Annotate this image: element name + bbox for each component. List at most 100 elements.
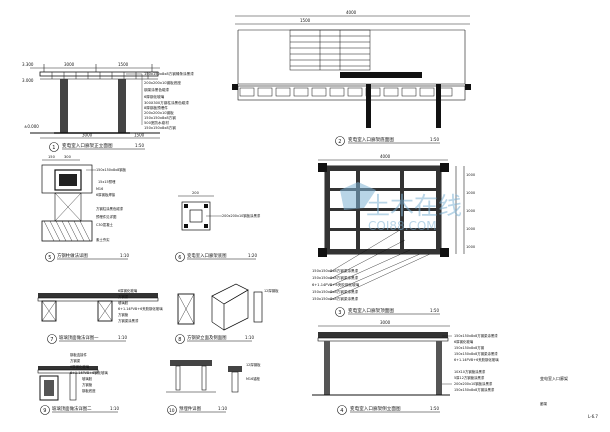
- deck1-note-1: 6厚钢化玻璃: [118, 288, 138, 293]
- beam-title: 变电室入口廊架底图: [187, 252, 227, 259]
- embed-title: 预埋件详图: [179, 405, 202, 412]
- top-title: 变电室入口廊架顶面图: [348, 307, 394, 314]
- deck1-note-5: 方钢管: [118, 312, 129, 317]
- side-number: 4: [340, 408, 343, 414]
- deck2-note-7: 钢板底座: [82, 388, 96, 393]
- deck2-note-6: 方钢管: [82, 382, 93, 387]
- bottom-scale: 1:50: [430, 137, 439, 142]
- col-note-7: C30混凝土: [96, 222, 113, 227]
- elev-note-8: 150x150x8x8方钢: [144, 115, 176, 120]
- col-note-1: 150x150x8x8钢板: [96, 167, 127, 172]
- bottom-number: 2: [338, 139, 341, 145]
- deck2-note-1: 钢板连接件: [70, 352, 88, 357]
- deck1-note-4: 6+1.14PVB+6夹胶钢化玻璃: [118, 306, 163, 311]
- side-note-4: 150x150x8x8方钢梁涂黑漆: [454, 351, 498, 356]
- title-block: 变电室入口廊架 廊架 L-6.7: [540, 375, 598, 419]
- deck-detail-2-view: 钢板连接件 方钢梁 6厚钢化玻璃 6+1.14PVB+6钢化玻璃 玻璃胶 方钢管…: [37, 352, 119, 415]
- side-note-9: 150x150x8x8方钢涂黑漆: [454, 387, 495, 392]
- side-dim-1: 3000: [380, 320, 391, 325]
- side-scale: 1:50: [430, 406, 439, 411]
- elev-number: 1: [52, 145, 55, 151]
- embed-detail-view: 12厚钢板 M16锚栓 10 预埋件详图 1:10: [166, 360, 261, 415]
- top-number: 3: [338, 310, 341, 316]
- watermark-text-en: COI88.COM: [368, 219, 437, 233]
- col-dim-1: 150: [48, 155, 56, 159]
- deck2-note-4: 6+1.14PVB+6钢化玻璃: [70, 370, 108, 375]
- deck2-note-3: 6厚钢化玻璃: [70, 364, 90, 369]
- elev-note-5: 300X300方钢柱涂黑色磁漆: [144, 100, 189, 105]
- top-note-2: 150x150x8x8方钢梁涂黑漆: [312, 275, 359, 280]
- elev-note-7: 200x200x10钢板: [144, 110, 174, 115]
- side-note-5: 6+1.14PVB+6夹胶钢化玻璃: [454, 357, 499, 362]
- top-plan-view: 4000 1000 1000 1000 1000 1000: [312, 154, 476, 317]
- joint-note-1: 12厚钢板: [264, 288, 279, 293]
- deck1-note-2: 方钢梁: [118, 294, 129, 299]
- side-note-8: 200x200x10钢板涂黑漆: [454, 381, 493, 386]
- col-scale: 1:10: [120, 253, 129, 258]
- col-note-3: M16: [96, 187, 103, 191]
- beam-dim-1: 200: [192, 191, 200, 195]
- embed-scale: 1:10: [218, 406, 227, 411]
- elev-level-1: 3.300: [22, 62, 34, 67]
- deck2-note-5: 玻璃胶: [82, 376, 93, 381]
- deck1-note-3: 玻璃胶: [118, 300, 129, 305]
- project-name: 变电室入口廊架: [540, 375, 568, 381]
- deck2-title: 玻璃顶面做法详图二: [52, 405, 92, 412]
- elev-note-10: 150x150x8x8方钢: [144, 125, 176, 130]
- col-dim-2: 300: [64, 155, 72, 159]
- elev-title: 变电室入口廊架正立面图: [62, 142, 113, 149]
- top-note-3: 6+1.14PVB+6夹胶钢化玻璃: [312, 282, 360, 287]
- joint-scale: 1:10: [245, 335, 254, 340]
- side-note-3: 150x150x8x8方钢: [454, 345, 485, 350]
- watermark-logo-icon: [340, 182, 376, 210]
- bottom-title: 变电室入口廊架底面图: [348, 136, 394, 143]
- joint-title: 方钢梁立面及侧面图: [187, 334, 227, 341]
- elev-note-6: 8厚钢板预埋件: [144, 105, 168, 110]
- elev-level-3: ±0.000: [24, 124, 39, 129]
- deck2-note-2: 方钢梁: [70, 358, 81, 363]
- beam-number: 6: [178, 255, 181, 261]
- deck1-scale: 1:10: [118, 335, 127, 340]
- deck1-title: 玻璃顶面做法详图一: [59, 334, 99, 341]
- side-title: 变电室入口廊架侧立面图: [350, 405, 401, 412]
- top-dim-right-2: 1000: [466, 191, 476, 195]
- deck2-number: 9: [43, 408, 46, 414]
- beam-note-1: 200x200x10钢板涂黑漆: [222, 213, 261, 218]
- col-note-5: 方钢柱涂黑色磁漆: [96, 206, 124, 211]
- watermark-text-cn: 土木在线: [366, 192, 462, 220]
- top-dim-right-4: 1000: [466, 227, 476, 231]
- bottom-dim-2: 1500: [300, 18, 311, 23]
- column-detail-view: 150 300 150x150x8x8钢板 15x15预埋 M16 6厚钢板焊接…: [41, 155, 129, 262]
- col-title: 方钢柱做法详图: [57, 252, 88, 259]
- elev-dim-bottom-1: 3000: [82, 133, 93, 138]
- col-note-6: 预埋件见详图: [96, 214, 117, 219]
- sheet-label: 廊架: [540, 401, 548, 406]
- joint-number: 8: [178, 337, 181, 343]
- top-dim-1: 4000: [380, 154, 391, 159]
- top-scale: 1:50: [430, 308, 439, 313]
- top-dim-right-1: 1000: [466, 173, 476, 177]
- watermark: 土木在线 COI88.COM: [340, 182, 462, 233]
- top-note-5: 150x150x8x8方钢梁涂黑漆: [312, 296, 359, 301]
- elevation-view: 3000 1500 3.300 3.000 ±0.000 3000 1500 1…: [22, 62, 194, 152]
- elev-note-2: 200x200x10钢板底座: [144, 80, 181, 85]
- bottom-plan-view: 4000 1500 2 变电室入口廊架: [232, 10, 471, 146]
- side-note-1: 150x150x8x8方钢梁涂黑漆: [454, 333, 498, 338]
- deck1-note-6: 方钢梁涂黑漆: [118, 318, 139, 323]
- side-elevation-view: 3000 150x150x8x8方钢梁涂黑漆 6厚钢化玻璃 150x150x8x…: [312, 320, 499, 415]
- deck-detail-1-view: 6厚钢化玻璃 方钢梁 玻璃胶 6+1.14PVB+6夹胶钢化玻璃 方钢管 方钢梁…: [37, 288, 163, 344]
- top-note-4: 150x150x8x8方钢梁涂黑漆: [312, 289, 359, 294]
- top-note-1: 150x150x8x8方钢梁涂黑漆: [312, 268, 359, 273]
- embed-note-2: M16锚栓: [246, 376, 261, 381]
- elev-note-4: 6厚钢化玻璃: [144, 94, 165, 99]
- col-note-4: 6厚钢板焊接: [96, 192, 116, 197]
- side-note-2: 6厚钢化玻璃: [454, 339, 474, 344]
- side-note-6: 10X10方钢管涂黑漆: [454, 369, 486, 374]
- elev-dim-top-1: 3000: [64, 62, 75, 67]
- col-number: 5: [48, 255, 51, 261]
- top-dim-right-5: 1000: [466, 245, 476, 249]
- beam-plan-view: 200 200x200x10钢板涂黑漆 6 变电室入口廊架底图 1:20: [175, 191, 261, 262]
- elev-note-1: 150x150x8x8方钢橼条涂黑漆: [144, 71, 194, 76]
- embed-note-1: 12厚钢板: [246, 362, 261, 367]
